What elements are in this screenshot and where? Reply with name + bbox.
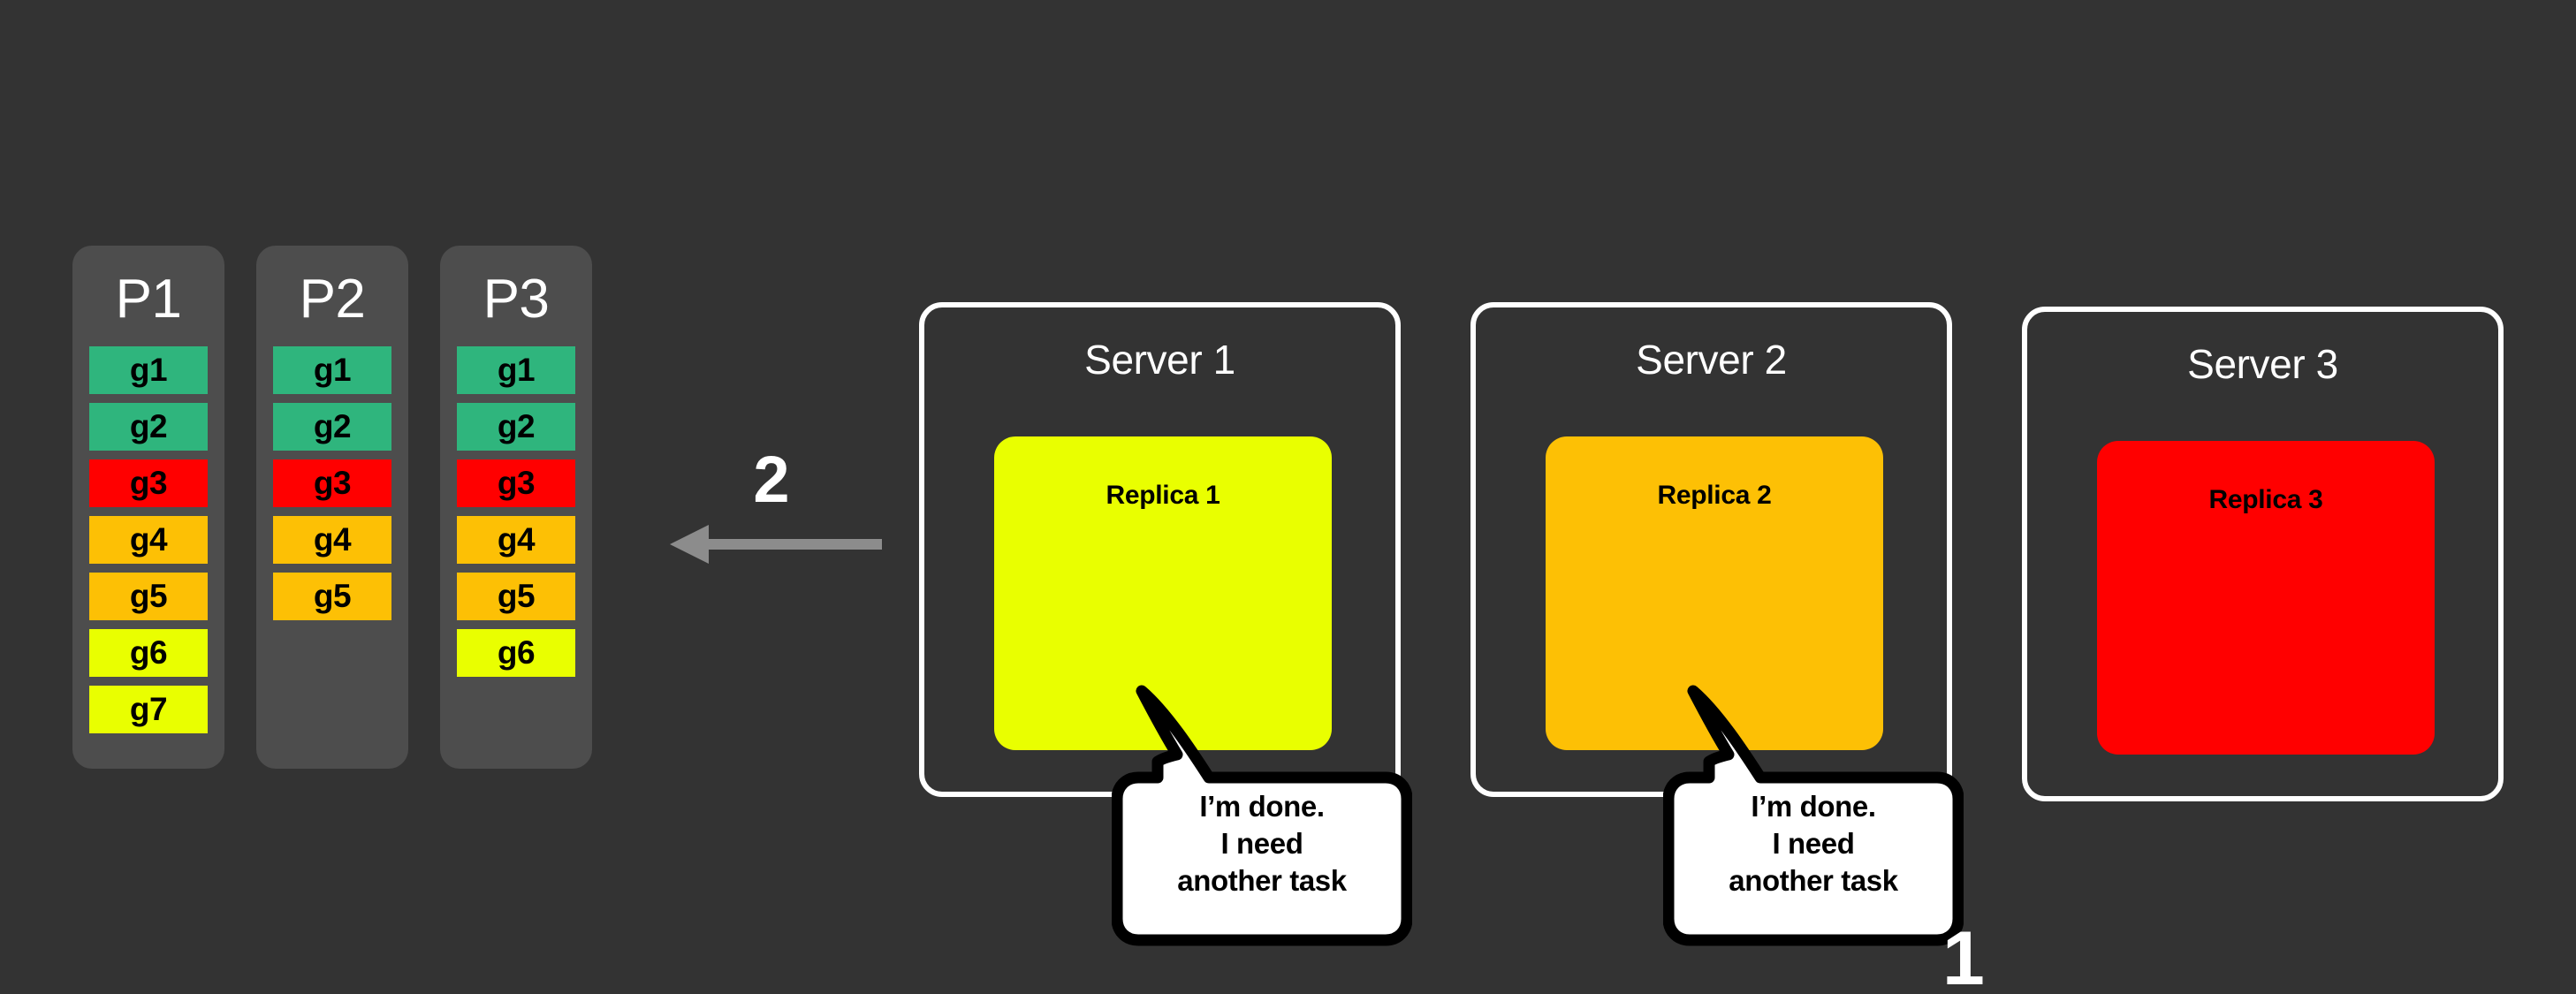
replica-box-3[interactable]: Replica 3	[2097, 441, 2435, 755]
replica-box-1[interactable]: Replica 1	[994, 436, 1332, 750]
task-block[interactable]: g5	[457, 573, 575, 620]
task-block[interactable]: g3	[89, 459, 208, 507]
task-block[interactable]: g4	[457, 516, 575, 564]
task-block[interactable]: g5	[89, 573, 208, 620]
replica-box-2[interactable]: Replica 2	[1546, 436, 1883, 750]
task-block[interactable]: g6	[457, 629, 575, 677]
task-block[interactable]: g6	[89, 629, 208, 677]
partition-title-p1: P1	[115, 269, 182, 330]
task-block[interactable]: g2	[89, 403, 208, 451]
replica-label-3: Replica 3	[2208, 485, 2323, 514]
replica-label-1: Replica 1	[1106, 481, 1220, 510]
bubble-line-2: I need	[1772, 827, 1855, 861]
task-block[interactable]: g4	[273, 516, 391, 564]
partition-title-p3: P3	[483, 269, 550, 330]
server-title-1: Server 1	[1084, 337, 1235, 383]
task-block[interactable]: g1	[457, 346, 575, 394]
task-list-p1: g1 g2 g3 g4 g5 g6 g7	[72, 346, 224, 733]
server-title-2: Server 2	[1636, 337, 1787, 383]
partition-column-p1: P1 g1 g2 g3 g4 g5 g6 g7	[72, 246, 224, 769]
replica-label-2: Replica 2	[1657, 481, 1772, 510]
bubble-line-1: I’m done.	[1199, 790, 1325, 823]
flow-arrow-left-icon	[670, 520, 882, 569]
bubble-line-1: I’m done.	[1751, 790, 1876, 823]
speech-bubble-server-2: I’m done. I need another task	[1663, 682, 1964, 947]
partition-group: P1 g1 g2 g3 g4 g5 g6 g7 P2 g1 g2 g3 g4 g…	[72, 246, 592, 769]
task-list-p3: g1 g2 g3 g4 g5 g6	[440, 346, 592, 677]
speech-bubble-text-1: I’m done. I need another task	[1112, 788, 1412, 900]
task-block[interactable]: g2	[273, 403, 391, 451]
server-box-2: Server 2 Replica 2	[1470, 302, 1952, 797]
bubble-line-3: another task	[1729, 864, 1898, 898]
server-title-3: Server 3	[2187, 341, 2338, 387]
server-box-1: Server 1 Replica 1	[919, 302, 1401, 797]
task-block[interactable]: g2	[457, 403, 575, 451]
task-block[interactable]: g1	[89, 346, 208, 394]
partition-column-p2: P2 g1 g2 g3 g4 g5	[256, 246, 408, 769]
step-number-2: 2	[753, 443, 790, 516]
task-list-p2: g1 g2 g3 g4 g5	[256, 346, 408, 620]
partition-column-p3: P3 g1 g2 g3 g4 g5 g6	[440, 246, 592, 769]
task-block[interactable]: g1	[273, 346, 391, 394]
speech-bubble-text-2: I’m done. I need another task	[1663, 788, 1964, 900]
bubble-line-2: I need	[1220, 827, 1303, 861]
task-block[interactable]: g7	[89, 686, 208, 733]
task-block[interactable]: g3	[457, 459, 575, 507]
task-block[interactable]: g5	[273, 573, 391, 620]
partition-title-p2: P2	[299, 269, 366, 330]
task-block[interactable]: g3	[273, 459, 391, 507]
step-number-1: 1	[1942, 916, 1985, 994]
task-block[interactable]: g4	[89, 516, 208, 564]
bubble-line-3: another task	[1177, 864, 1347, 898]
server-box-3: Server 3 Replica 3	[2022, 307, 2504, 801]
speech-bubble-server-1: I’m done. I need another task	[1112, 682, 1412, 947]
